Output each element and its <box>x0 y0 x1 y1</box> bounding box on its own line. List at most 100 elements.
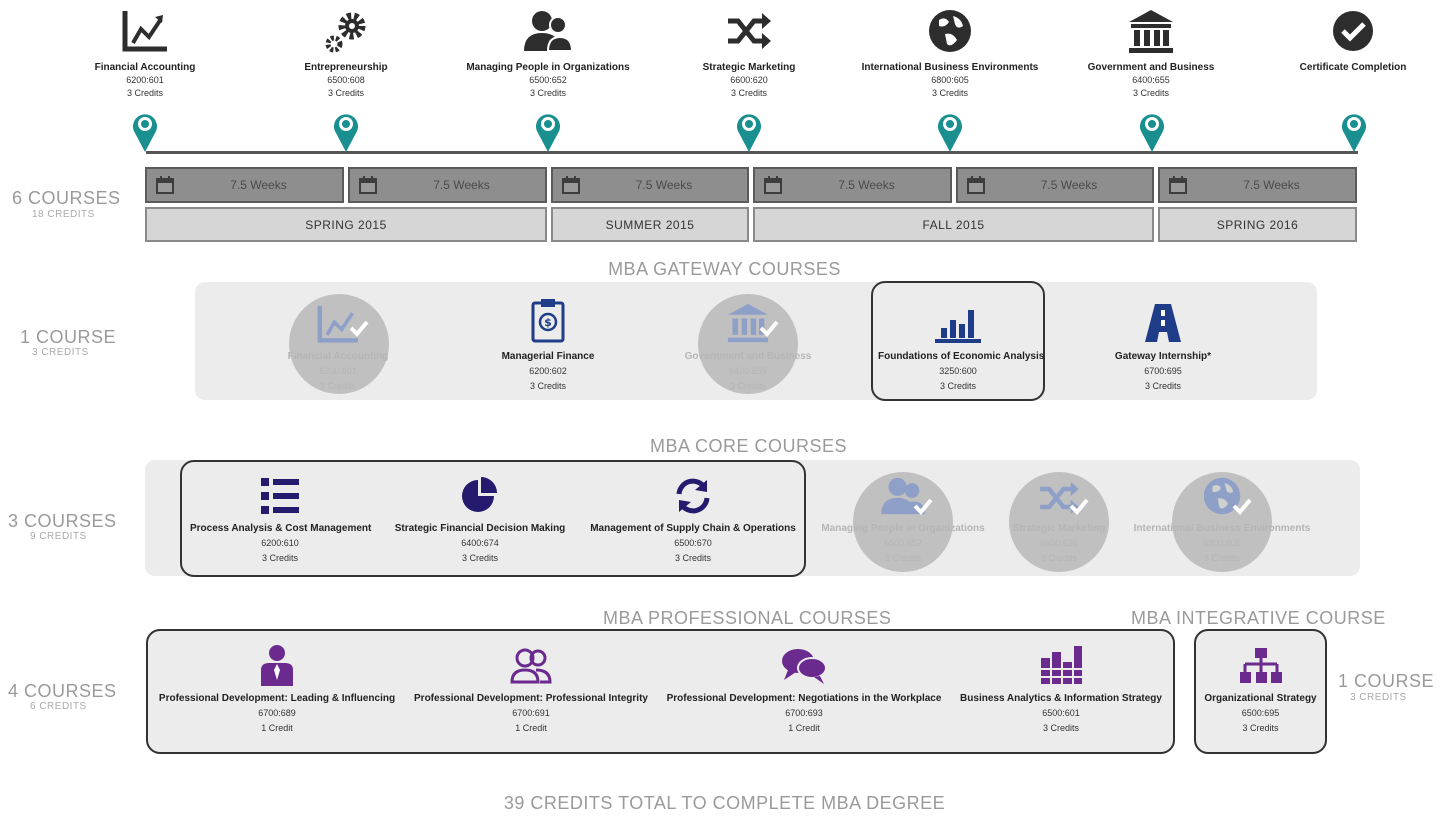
professional-credit-count: 6 CREDITS <box>30 701 87 712</box>
gateway-course-financial-accounting: Financial Accounting 6200:601 3 Credits <box>258 294 418 394</box>
professional-course-leading: Professional Development: Leading & Infl… <box>152 636 402 736</box>
integrative-course-organizational-strategy: Organizational Strategy 6500:695 3 Credi… <box>1196 636 1325 736</box>
timeline-item-certificate-completion: Certificate Completion <box>1263 4 1443 74</box>
course-code: 6500:695 <box>1241 708 1280 718</box>
map-pin-icon <box>536 114 560 152</box>
stacked-bars-icon <box>950 636 1172 686</box>
course-credits: 3 Credits <box>939 381 976 391</box>
core-panel <box>145 460 1360 576</box>
map-pin-icon <box>737 114 761 152</box>
timeline-code: 6500:608 <box>327 75 365 85</box>
course-title: International Business Environments <box>1133 523 1311 534</box>
timeline-item-strategic-marketing: Strategic Marketing 6600:620 3 Credits <box>659 4 839 100</box>
gateway-credit-count: 3 CREDITS <box>32 347 89 358</box>
gateway-highlight-frame <box>871 281 1045 401</box>
checkmark-icon <box>1232 498 1252 515</box>
timeline-title: Strategic Marketing <box>702 62 796 73</box>
week-block: 7.5 Weeks <box>753 167 952 203</box>
week-block: 7.5 Weeks <box>551 167 749 203</box>
map-pin-icon <box>133 114 157 152</box>
course-code: 3250:600 <box>939 366 977 376</box>
timeline-item-managing-people: Managing People in Organizations 6500:65… <box>458 4 638 100</box>
calendar-icon <box>156 176 174 194</box>
gateway-course-managerial-finance: $ Managerial Finance 6200:602 3 Credits <box>468 294 628 394</box>
people-icon <box>458 4 638 58</box>
course-code: 6200:610 <box>261 538 299 548</box>
timeline-code: 6500:652 <box>529 75 567 85</box>
timeline-credits: 3 Credits <box>327 88 364 98</box>
course-title: Professional Development: Professional I… <box>414 693 648 704</box>
course-credits: 3 Credits <box>261 553 298 563</box>
calendar-icon <box>764 176 782 194</box>
professional-section-title: MBA PROFESSIONAL COURSES <box>603 608 892 628</box>
timeline-code: 6200:601 <box>126 75 164 85</box>
chat-bubbles-icon <box>664 636 944 686</box>
timeline-code: 6600:620 <box>730 75 768 85</box>
total-credits-footer: 39 CREDITS TOTAL TO COMPLETE MBA DEGREE <box>503 793 946 813</box>
course-title: Process Analysis & Cost Management <box>190 523 372 534</box>
core-credit-count: 9 CREDITS <box>30 531 87 542</box>
course-credits: 3 Credits <box>529 381 566 391</box>
course-code: 6800:605 <box>1203 538 1241 548</box>
timeline-item-international-business: International Business Environments 6800… <box>860 4 1040 100</box>
course-credits: 3 Credits <box>884 553 921 563</box>
list-icon <box>190 466 370 516</box>
org-chart-icon <box>1196 636 1325 686</box>
shuffle-icon <box>659 4 839 58</box>
calendar-icon <box>359 176 377 194</box>
course-code: 6700:695 <box>1144 366 1182 376</box>
professional-frame <box>146 629 1175 754</box>
course-code: 6600:620 <box>1040 538 1078 548</box>
week-label: 7.5 Weeks <box>1243 178 1300 192</box>
term-summer-2015: SUMMER 2015 <box>551 207 749 242</box>
course-code: 6500:652 <box>884 538 922 548</box>
course-title: Professional Development: Negotiations i… <box>666 693 942 704</box>
professional-course-count: 4 COURSES <box>8 681 117 701</box>
timeline-item-entrepreneurship: Entrepreneurship 6500:608 3 Credits <box>256 4 436 100</box>
course-credits: 1 Credit <box>788 723 820 733</box>
timeline-code: 6800:605 <box>931 75 969 85</box>
integrative-credit-count: 3 CREDITS <box>1350 692 1407 703</box>
core-course-process-analysis: Process Analysis & Cost Management 6200:… <box>190 466 372 566</box>
timeline-title: Financial Accounting <box>94 62 196 73</box>
person-tie-icon <box>152 636 402 686</box>
checkmark-icon <box>349 320 369 337</box>
timeline-credits: 3 Credits <box>931 88 968 98</box>
core-course-strategic-financial: Strategic Financial Decision Making 6400… <box>390 466 570 566</box>
users-outline-icon <box>406 636 656 686</box>
week-block: 7.5 Weeks <box>348 167 547 203</box>
map-pin-icon <box>1140 114 1164 152</box>
timeline-credits: 3 Credits <box>730 88 767 98</box>
course-title: Government and Business <box>684 351 812 362</box>
course-code: 6400:655 <box>729 366 767 376</box>
core-course-supply-chain: Management of Supply Chain & Operations … <box>588 466 798 566</box>
core-course-managing-people: Managing People in Organizations 6500:65… <box>818 466 988 566</box>
timeline-code: 6400:655 <box>1132 75 1170 85</box>
completed-overlay <box>1009 472 1109 572</box>
course-credits: 3 Credits <box>674 553 711 563</box>
timeline-title: International Business Environments <box>861 62 1039 73</box>
timeline-title: Managing People in Organizations <box>466 62 630 73</box>
timeline-title: Government and Business <box>1087 62 1215 73</box>
core-course-international-business: International Business Environments 6800… <box>1132 466 1312 566</box>
map-pin-icon <box>334 114 358 152</box>
bank-icon <box>1061 4 1241 58</box>
week-label: 7.5 Weeks <box>433 178 490 192</box>
week-block: 7.5 Weeks <box>1158 167 1357 203</box>
gateway-course-gateway-internship: Gateway Internship* 6700:695 3 Credits <box>1083 294 1243 394</box>
course-code: 6500:601 <box>1042 708 1080 718</box>
core-course-strategic-marketing: Strategic Marketing 6600:620 3 Credits <box>989 466 1129 566</box>
course-code: 6700:693 <box>785 708 823 718</box>
check-circle-icon <box>1263 4 1443 58</box>
course-title: Foundations of Economic Analysis <box>878 351 1045 362</box>
line-chart-icon <box>258 294 418 344</box>
core-section-title: MBA CORE COURSES <box>650 436 848 456</box>
course-title: Managing People in Organizations <box>821 523 985 534</box>
professional-course-negotiations: Professional Development: Negotiations i… <box>664 636 944 736</box>
people-icon <box>818 466 988 516</box>
timeline-credits: 3 Credits <box>1132 88 1169 98</box>
term-spring-2016: SPRING 2016 <box>1158 207 1357 242</box>
course-title: Organizational Strategy <box>1204 693 1317 704</box>
integrative-section-title: MBA INTEGRATIVE COURSE <box>1131 608 1386 628</box>
globe-icon <box>1132 466 1312 516</box>
